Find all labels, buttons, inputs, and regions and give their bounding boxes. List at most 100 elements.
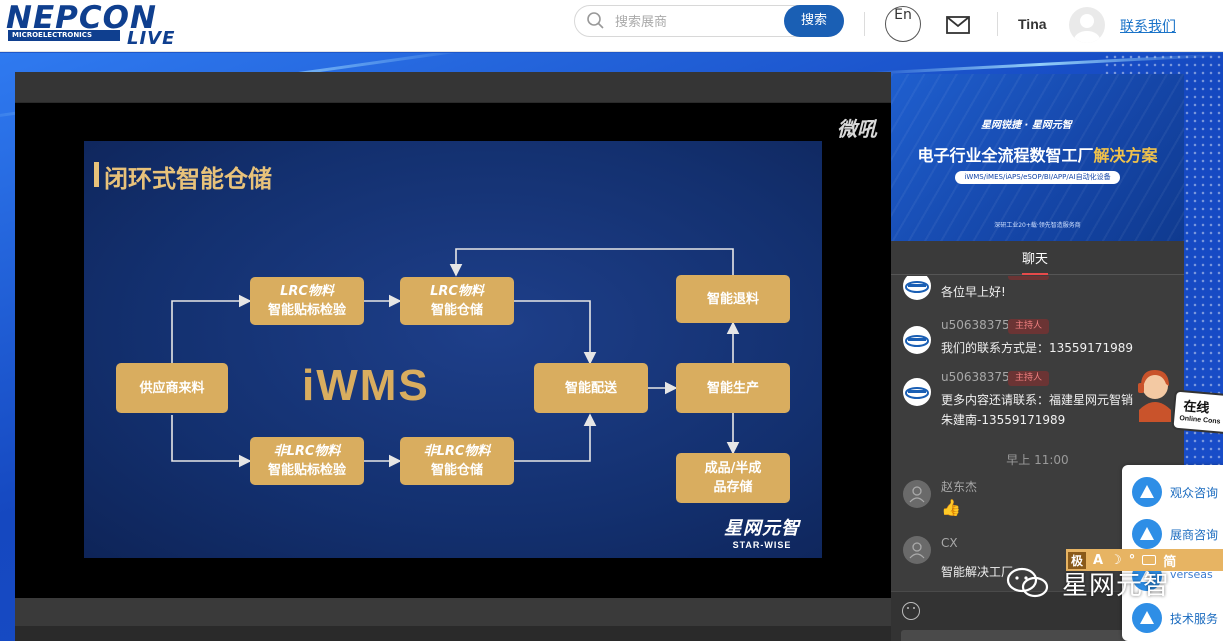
live-player: 微吼 闭环式智能仓储 [15,72,891,641]
service-label: 技术服务 [1170,612,1219,626]
company-logo-icon [905,387,929,399]
flow-box-label: 智能退料 [706,291,759,307]
default-user-icon [909,486,925,503]
flow-box-label: 成品/半成 [704,461,762,476]
company-logo-icon [905,281,929,293]
flow-arrows [171,248,740,468]
default-avatar-icon [1074,14,1100,43]
chat-message-list[interactable]: u506383758 主持人 各位早上好! u506383758 主持人 我们的… [891,276,1184,591]
presentation-slide: 闭环式智能仓储 [84,141,822,558]
service-icon [1132,519,1162,549]
chat-time-divider: 早上 11:00 [1006,453,1069,467]
flow-box-label: 品存储 [713,480,753,495]
online-consult-cn: 在线 [1182,399,1210,417]
divider [997,12,998,36]
service-icon [1132,603,1162,633]
user-avatar [903,536,931,564]
top-header: NEPCON MICROELECTRONICS LIVE 搜索 En Tina … [0,0,1223,52]
flow-box-production: 智能生产 [676,363,790,413]
company-logo-icon [905,335,929,347]
player-watermark: 微吼 [837,117,877,141]
host-avatar [903,326,931,354]
host-badge: 主持人 [1008,371,1050,386]
service-label: 展商咨询 [1170,528,1219,542]
ime-punct-icon: ° [1128,552,1136,568]
service-label: 观众咨询 [1170,486,1219,500]
chat-text-line: 朱建南-13559171989 [941,413,1066,427]
online-consult-card: 在线 Online Cons [1171,389,1223,435]
flow-box-label: 智能仓储 [430,303,483,318]
online-consult-en: Online Cons [1179,414,1221,426]
chat-username: u506383758 [941,370,1018,384]
slide-title: 闭环式智能仓储 [94,159,272,194]
chat-input[interactable] [901,630,1174,641]
flow-box-label: 智能贴标检验 [267,463,346,478]
chat-username: CX [941,536,958,550]
banner-footer: 深研工业20+载·领先智造服务商 [994,222,1081,229]
search-input[interactable] [615,12,775,32]
flow-box-label: 智能贴标检验 [267,303,346,318]
ime-keyboard-icon [1142,555,1157,565]
service-label: verseas [1170,568,1213,581]
host-badge: 主持人 [1008,319,1050,334]
wechat-watermark: 星网元智 [1002,561,1202,607]
chat-text: 我们的联系方式是：13559171989 [941,341,1133,355]
search-button[interactable]: 搜索 [784,5,844,37]
nepcon-live-logo[interactable]: NEPCON MICROELECTRONICS LIVE [2,0,198,49]
ime-logo: 极 [1068,551,1087,569]
contact-us-link[interactable]: 联系我们 [1120,19,1176,35]
flow-box-label: 智能配送 [564,380,617,396]
flow-box-label: 供应商来料 [139,380,205,396]
service-item-tech[interactable]: 技术服务 [1132,603,1223,633]
mail-icon[interactable] [946,15,970,35]
flow-box-supplier: 供应商来料 [116,363,228,413]
flow-box-label: 智能仓储 [430,463,483,478]
logo-live-text: LIVE [127,28,176,49]
user-avatar[interactable] [1069,7,1105,43]
emoji-icon[interactable] [902,602,920,620]
ime-toolbar[interactable]: 极 A ☽ ° 简 [1066,549,1223,571]
banner-product-pill: iWMS/iMES/iAPS/eSOP/BI/APP/AI自动化设备 [955,171,1120,184]
brand-en-text: STAR-WISE [732,540,792,550]
user-name[interactable]: Tina [1018,16,1047,32]
tab-chat[interactable]: 聊天 [1022,248,1049,275]
service-icon [1132,477,1162,507]
flow-box-delivery: 智能配送 [534,363,648,413]
chat-text: 各位早上好! [941,285,1006,299]
host-avatar [903,378,931,406]
iwms-center-text: iWMS [302,361,430,410]
divider [864,12,865,36]
banner-pattern [891,74,1184,241]
ime-simplified-icon: 简 [1163,554,1177,570]
video-area[interactable]: 微吼 闭环式智能仓储 [15,103,891,598]
banner-title: 电子行业全流程数智工厂解决方案 [891,142,1184,166]
search-icon [587,12,604,29]
language-toggle-button[interactable]: En [885,6,921,42]
flow-box-label: 非LRC物料 [423,444,491,459]
thumbs-up-emoji: 👍 [941,498,961,517]
host-badge: 主持人 [1008,276,1050,280]
customer-service-agent-icon [1138,370,1171,422]
flow-box-lrc-store: LRC物料 智能仓储 [400,277,514,325]
flow-box-label: LRC物料 [280,284,334,299]
banner-title-main: 电子行业全流程数智工厂 [917,146,1094,165]
user-avatar [903,480,931,508]
default-user-icon [909,542,925,559]
flow-box-nonlrc-store: 非LRC物料 智能仓储 [400,437,514,485]
player-control-bar[interactable] [15,598,891,626]
search-box: 搜索 [574,5,844,37]
wechat-icon [1006,567,1049,598]
banner-logos: 星网锐捷 · 星网元智 [981,120,1072,131]
flow-box-label: LRC物料 [430,284,484,299]
chat-username: u506383758 [941,276,1017,278]
chat-username: u506383758 [941,318,1018,332]
starwise-logo: 星网元智 STAR-WISE [724,514,800,550]
online-consult-widget[interactable]: 在线 Online Cons [1133,366,1223,436]
sponsor-banner[interactable]: 星网锐捷 · 星网元智 电子行业全流程数智工厂解决方案 iWMS/iMES/iA… [891,74,1184,241]
service-item-exhibitor[interactable]: 展商咨询 [1132,519,1223,549]
chat-username: 赵东杰 [941,480,978,494]
service-item-visitor[interactable]: 观众咨询 [1132,477,1223,507]
flow-box-lrc-check: LRC物料 智能贴标检验 [250,277,364,325]
banner-title-highlight: 解决方案 [1093,146,1158,165]
logo-sub-text: MICROELECTRONICS [8,30,120,41]
